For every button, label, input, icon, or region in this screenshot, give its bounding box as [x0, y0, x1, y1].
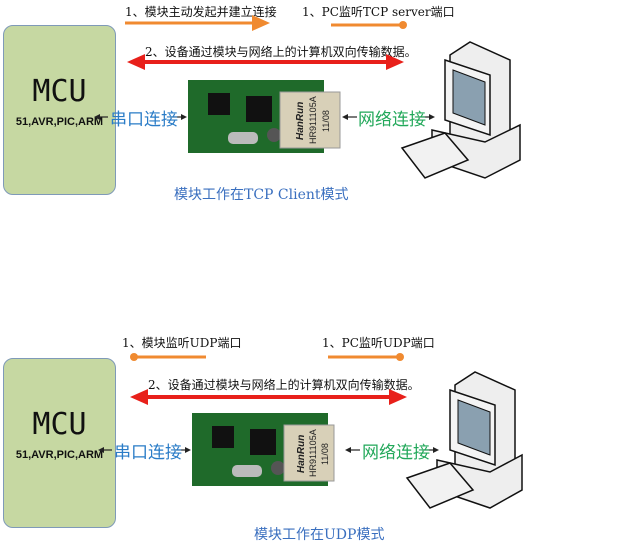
mcu-subtitle: 51,AVR,PIC,ARM: [15, 449, 104, 461]
udp-mode-caption: 模块工作在UDP模式: [254, 527, 385, 543]
serial-arrows: [94, 114, 435, 120]
mcu-title: MCU: [32, 407, 87, 442]
red-double-arrow: [127, 54, 404, 70]
module-brand: HanRun: [296, 435, 307, 473]
computer-icon: [405, 371, 523, 509]
step1-pc-label: 1、PC监听TCP server端口: [302, 5, 455, 19]
orange-arrow: [125, 15, 270, 31]
serial-arrows: [98, 447, 439, 453]
ethernet-module-image: HanRun HR911105A 11/08: [188, 80, 341, 153]
module-brand: HanRun: [295, 102, 306, 140]
step2-label: 2、设备通过模块与网络上的计算机双向传输数据。: [145, 45, 417, 59]
step2-label: 2、设备通过模块与网络上的计算机双向传输数据。: [148, 378, 420, 392]
step1-module-label: 1、模块主动发起并建立连接: [125, 5, 277, 19]
mcu-box: MCU 51,AVR,PIC,ARM: [3, 358, 116, 528]
orange-listen-line-module: [130, 353, 206, 361]
orange-listen-line-pc: [328, 353, 404, 361]
step1-pc-label: 1、PC监听UDP端口: [322, 336, 435, 350]
serial-connection-label: 串口连接: [110, 110, 178, 130]
step1-module-label: 1、模块监听UDP端口: [122, 336, 242, 350]
serial-connection-label: 串口连接: [114, 443, 182, 463]
module-date: 11/08: [320, 443, 330, 465]
mcu-title: MCU: [32, 74, 87, 109]
red-double-arrow: [130, 389, 407, 405]
tcp-mode-caption: 模块工作在TCP Client模式: [174, 187, 349, 203]
mcu-box: MCU 51,AVR,PIC,ARM: [3, 25, 116, 195]
computer-icon: [400, 41, 521, 179]
ethernet-module-image: HanRun HR911105A 11/08: [192, 413, 335, 486]
orange-listen-line: [331, 21, 407, 29]
network-connection-label: 网络连接: [358, 110, 426, 130]
module-part: HR911105A: [308, 96, 318, 144]
mcu-subtitle: 51,AVR,PIC,ARM: [15, 116, 104, 128]
module-date: 11/08: [321, 110, 331, 132]
module-part: HR911105A: [308, 429, 318, 477]
network-connection-label: 网络连接: [362, 443, 430, 463]
